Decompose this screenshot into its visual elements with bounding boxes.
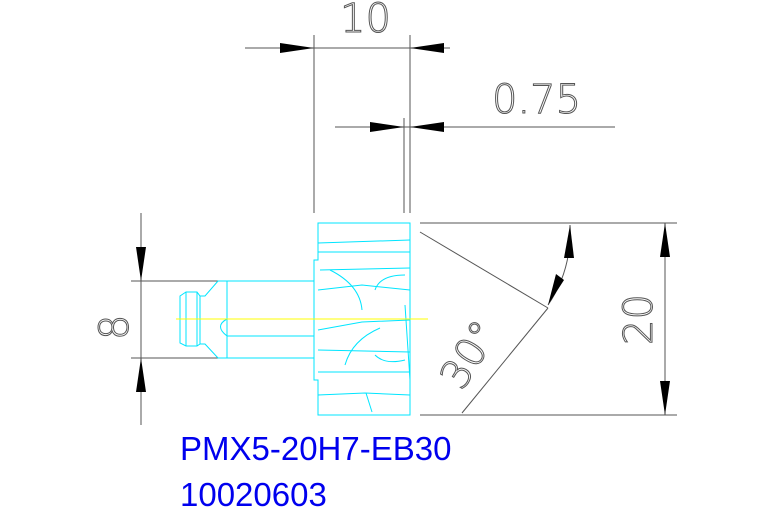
part-number: 10020603 xyxy=(180,476,327,513)
dimension-angle-label: 30° xyxy=(431,313,508,398)
dimension-shank-label: 8 xyxy=(92,315,138,340)
tool-geometry xyxy=(176,222,428,416)
dimension-head-label: 20 xyxy=(616,294,662,345)
dimension-offset-label: 0.75 xyxy=(492,77,581,123)
dimension-head: 20 xyxy=(420,222,677,416)
dimension-width-label: 10 xyxy=(340,0,391,42)
part-code: PMX5-20H7-EB30 xyxy=(180,430,452,467)
dimension-shank: 8 xyxy=(92,213,218,425)
dimension-width: 10 xyxy=(245,0,450,213)
dimension-angle: 30° xyxy=(419,224,574,414)
dimension-offset: 0.75 xyxy=(335,77,615,213)
